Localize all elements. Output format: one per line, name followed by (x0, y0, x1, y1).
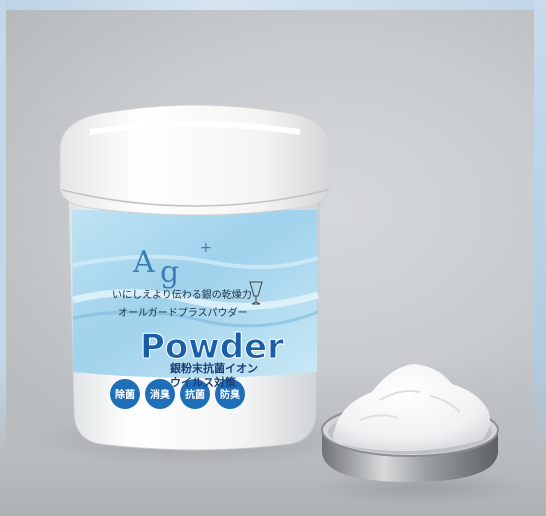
subtitle-2: ウイルス対策 (170, 375, 237, 389)
glass-icon (249, 281, 263, 305)
photo-frame-top (0, 0, 546, 10)
powder-mound (332, 364, 490, 452)
badge-label-3: 抗菌 (185, 388, 205, 401)
jar-lid (59, 104, 331, 216)
badge-circle-3 (180, 379, 210, 409)
lid-highlight (89, 121, 301, 135)
label-wave (72, 289, 319, 310)
lid-bottom-edge (61, 189, 329, 207)
badge-label-4: 防臭 (220, 388, 240, 401)
photo-frame-left (0, 0, 6, 516)
powder-texture (359, 390, 461, 421)
badge-circle-2 (145, 379, 175, 409)
badge-circle-1 (110, 379, 140, 409)
product-title: Powder (140, 327, 284, 367)
jar-label (72, 210, 318, 378)
tagline: いにしえより伝わる銀の乾燥力 (112, 288, 252, 301)
label-wave-2 (72, 310, 319, 328)
label-wave-3 (72, 254, 319, 270)
product-line: オールガードプラスパウダー (118, 306, 248, 319)
logo-a: A (132, 245, 155, 280)
subtitle-1: 銀粉末抗菌イオン (170, 361, 258, 375)
badge-label-1: 除菌 (115, 388, 135, 401)
badge-row (110, 379, 245, 409)
badge-label-2: 消臭 (150, 388, 170, 401)
logo-g: g (160, 255, 179, 290)
logo-plus: + (200, 240, 212, 256)
badge-circle-4 (215, 379, 245, 409)
